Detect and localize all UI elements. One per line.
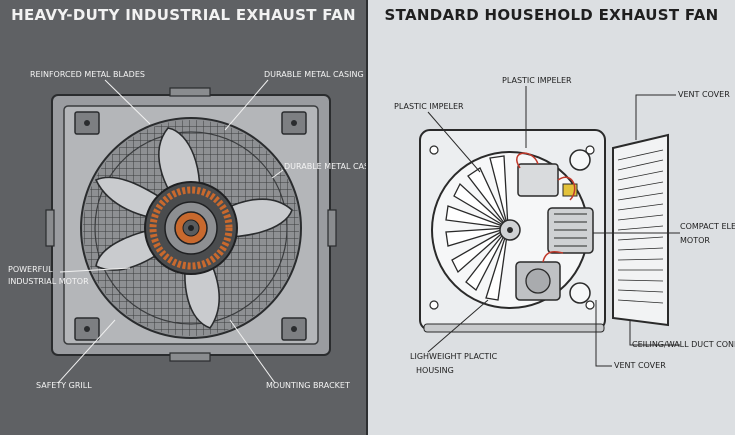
label-motor-line2: INDUSTRIAL MOTOR (8, 277, 89, 286)
label-housing-line2: HOUSING (416, 366, 454, 375)
mounting-brackets (74, 111, 307, 341)
panel-divider (366, 0, 369, 435)
vent-cover (612, 133, 669, 327)
household-fan-illustration (419, 86, 680, 367)
industrial-fan-illustration (45, 79, 337, 384)
plastic-impeller (445, 155, 509, 301)
label-safety-grill: SAFETY GRILL (36, 381, 92, 390)
label-vent-cover-bottom: VENT COVER (614, 361, 666, 370)
label-durable-casing-side: DURABLE METAL CASING (284, 162, 367, 171)
label-reinforced-blades: REINFORCED METAL BLADES (30, 70, 145, 79)
label-compact-motor-line2: MOTOR (680, 236, 710, 245)
household-title: STANDARD HOUSEHOLD EXHAUST FAN (384, 6, 719, 24)
label-plastic-impeller-top: PLASTIC IMPELER (502, 76, 572, 85)
label-duct-connection: CEILING/WALL DUCT CONNECTIO (632, 340, 735, 349)
label-mounting-bracket: MOUNTING BRACKET (266, 381, 350, 390)
household-fan-panel: STANDARD HOUSEHOLD EXHAUST FAN PLASTIC I… (368, 0, 735, 435)
label-compact-motor-line1: COMPACT ELECT (680, 222, 735, 231)
label-motor-line1: POWERFUL (8, 265, 53, 274)
label-plastic-impeller-left: PLASTIC IMPELER (394, 102, 464, 111)
label-durable-casing-top: DURABLE METAL CASING (264, 70, 364, 79)
label-vent-cover-top: VENT COVER (678, 90, 730, 99)
label-housing-line1: LIGHWEIGHT PLACTIC (410, 352, 498, 361)
industrial-fan-panel: HEAVY-DUTY INDUSTRIAL EXHAUST FAN REINFO… (0, 0, 367, 435)
industrial-title: HEAVY-DUTY INDUSTRIAL EXHAUST FAN (11, 6, 356, 24)
